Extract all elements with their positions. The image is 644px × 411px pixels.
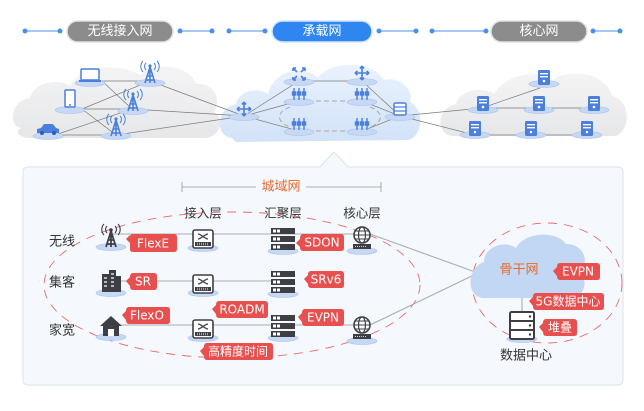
aggregation-rack-icon bbox=[267, 228, 299, 255]
tag-5g-data-center: 5G数据中心 bbox=[529, 293, 604, 310]
layer-label-core: 核心层 bbox=[343, 206, 381, 221]
server-icon bbox=[384, 102, 416, 121]
detail-panel bbox=[22, 151, 624, 386]
svg-text:EVPN: EVPN bbox=[307, 311, 339, 325]
svg-text:EVPN: EVPN bbox=[562, 265, 594, 279]
metro-title: 城域网 bbox=[261, 180, 300, 195]
svg-text:SRv6: SRv6 bbox=[311, 273, 342, 287]
tag-sdon: SDON bbox=[296, 234, 344, 251]
laptop-icon bbox=[74, 68, 106, 87]
aggregation-rack-icon bbox=[267, 271, 299, 298]
svg-text:SDON: SDON bbox=[304, 236, 339, 250]
building-icon bbox=[95, 270, 127, 297]
svg-text:5G数据中心: 5G数据中心 bbox=[536, 294, 601, 309]
tag-roadm: ROADM bbox=[212, 301, 268, 318]
row-label-enterprise: 集客 bbox=[49, 275, 75, 291]
nav-pill-wireless-access[interactable]: 无线接入网 bbox=[66, 20, 174, 43]
house-icon bbox=[95, 316, 127, 341]
nav-pill-label: 无线接入网 bbox=[87, 23, 152, 39]
bearer-cloud bbox=[219, 64, 421, 142]
svg-text:FlexO: FlexO bbox=[130, 309, 164, 323]
nav-pill-core-network[interactable]: 核心网 bbox=[490, 20, 588, 43]
data-center-label: 数据中心 bbox=[500, 349, 552, 364]
tag-srv6: SRv6 bbox=[304, 271, 344, 288]
top-nav: 无线接入网 承载网 核心网 bbox=[22, 20, 623, 43]
svg-text:堆叠: 堆叠 bbox=[548, 321, 572, 335]
bearer-devices bbox=[228, 65, 416, 136]
tag-sr: SR bbox=[126, 273, 157, 290]
tablet-icon bbox=[54, 89, 86, 114]
svg-text:SR: SR bbox=[135, 275, 151, 289]
row-label-home-broadband: 家宽 bbox=[49, 323, 75, 339]
svg-text:高精度时间: 高精度时间 bbox=[208, 344, 268, 359]
access-switch-icon bbox=[187, 319, 219, 342]
access-switch-icon bbox=[187, 229, 219, 252]
backbone-cloud: 骨干网 bbox=[470, 234, 585, 298]
tag-flexe: FlexE bbox=[126, 234, 177, 252]
backbone-title: 骨干网 bbox=[499, 263, 538, 278]
nav-pill-label: 核心网 bbox=[519, 24, 558, 39]
car-icon bbox=[32, 124, 64, 140]
tag-evpn-backbone: EVPN bbox=[553, 263, 600, 280]
wireless-devices bbox=[32, 60, 166, 140]
tag-high-precision-time: 高精度时间 bbox=[200, 343, 273, 360]
access-switch-icon bbox=[187, 274, 219, 297]
nav-pill-label: 承载网 bbox=[302, 24, 341, 39]
nav-pill-bearer-network[interactable]: 承载网 bbox=[271, 20, 373, 43]
base-station-icon bbox=[95, 223, 127, 251]
wireless-access-cloud bbox=[12, 66, 221, 138]
ring-links bbox=[279, 100, 381, 132]
layer-label-aggregation: 汇聚层 bbox=[264, 206, 302, 221]
metro-bracket: 城域网 bbox=[181, 180, 382, 195]
svg-text:ROADM: ROADM bbox=[219, 303, 264, 317]
tag-evpn-metro: EVPN bbox=[298, 309, 344, 326]
tag-stacking: 堆叠 bbox=[539, 319, 577, 336]
row-label-wireless: 无线 bbox=[49, 235, 75, 250]
tag-flexo: FlexO bbox=[122, 307, 170, 324]
svg-text:FlexE: FlexE bbox=[137, 237, 169, 251]
aggregation-rack-icon bbox=[267, 315, 299, 342]
data-center-icon bbox=[506, 311, 538, 343]
